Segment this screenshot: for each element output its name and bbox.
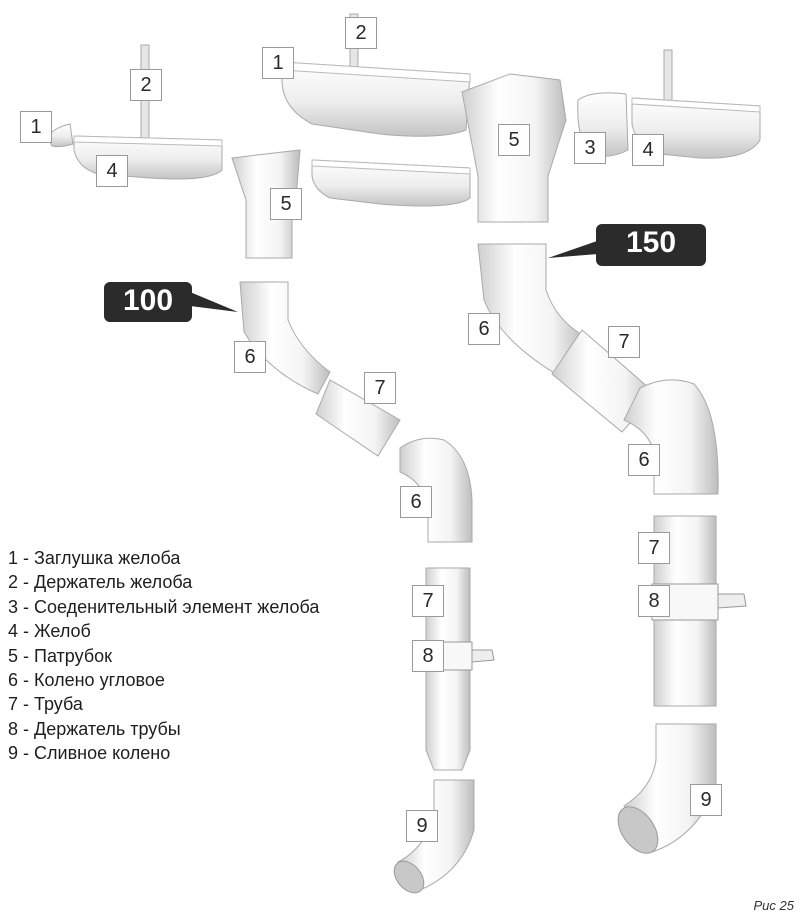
legend-item: 8 - Держатель трубы: [8, 718, 181, 739]
legend-item: 6 - Колено угловое: [8, 670, 165, 691]
pipe-elbow-right-lower: [623, 379, 719, 495]
label-pipe-holder-right: 8: [638, 585, 670, 617]
label-pipe-elbow-right-upper: 6: [468, 313, 500, 345]
legend-item: 7 - Труба: [8, 694, 83, 715]
legend-item: 3 - Соеденительный элемент желоба: [8, 596, 320, 617]
legend: 1 - Заглушка желоба 2 - Держатель желоба…: [8, 546, 319, 766]
label-pipe-holder-left: 8: [412, 640, 444, 672]
badge-pointer-150: [548, 240, 600, 258]
label-drain-elbow-right: 9: [690, 784, 722, 816]
pipe-elbow-left-lower: [399, 437, 473, 543]
label-pipe-elbow-left-lower: 6: [400, 486, 432, 518]
label-gutter-end-cap-right: 1: [262, 47, 294, 79]
gutter-outlet-left: [231, 149, 301, 259]
label-gutter-bracket-left: 2: [130, 69, 162, 101]
label-pipe-segment-left-diagonal: 7: [364, 372, 396, 404]
label-pipe-elbow-right-lower: 6: [628, 444, 660, 476]
size-badge-100: 100: [104, 282, 192, 322]
pipe-segment-left-diagonal: [315, 379, 401, 457]
pipe-segment-right-diagonal: [551, 329, 657, 433]
legend-item: 4 - Желоб: [8, 621, 91, 642]
label-gutter-outlet-right: 5: [498, 124, 530, 156]
label-gutter-connector-right: 3: [574, 132, 606, 164]
legend-item: 2 - Держатель желоба: [8, 572, 193, 593]
label-pipe-left-vertical: 7: [412, 585, 444, 617]
figure-caption: Рис 25: [753, 898, 794, 913]
size-badge-150: 150: [596, 224, 706, 266]
label-gutter-left: 4: [96, 155, 128, 187]
label-pipe-right-vertical: 7: [638, 532, 670, 564]
label-pipe-elbow-left-upper: 6: [234, 341, 266, 373]
label-gutter-end-cap-left: 1: [20, 111, 52, 143]
badge-pointer-100: [190, 292, 238, 312]
pipe-elbow-left-upper: [239, 281, 331, 395]
left-system: [47, 44, 495, 894]
label-gutter-right-far: 4: [632, 134, 664, 166]
label-pipe-segment-right-diagonal: 7: [608, 326, 640, 358]
legend-item: 5 - Патрубок: [8, 645, 113, 666]
label-drain-elbow-left: 9: [406, 810, 438, 842]
legend-item: 9 - Сливное колено: [8, 743, 171, 764]
gutter-right-main: [281, 61, 471, 137]
label-gutter-outlet-left: 5: [270, 188, 302, 220]
legend-item: 1 - Заглушка желоба: [8, 548, 181, 568]
label-gutter-bracket-right: 2: [345, 17, 377, 49]
gutter-end-cap-left: [47, 123, 74, 148]
